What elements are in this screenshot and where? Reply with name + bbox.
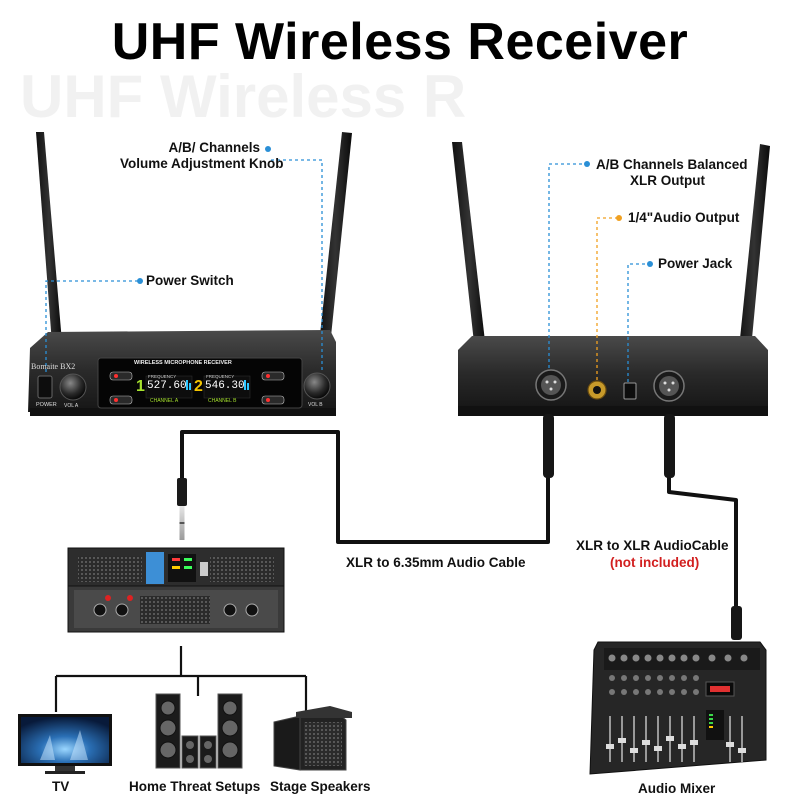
power-switch: [37, 375, 53, 399]
volume-knob-b: [303, 372, 331, 400]
power-switch-callout: Power Switch: [146, 273, 234, 288]
cable-xlr-to-xlr: [667, 476, 738, 634]
tv-device: [18, 714, 112, 774]
left-antenna: [36, 132, 62, 344]
page-title: UHF Wireless Receiver: [111, 13, 689, 71]
audio-output-callout: 1/4"Audio Output: [628, 210, 740, 225]
channel-b-label: CHANNEL B: [208, 398, 237, 404]
rear-receiver: [452, 142, 770, 416]
cables: [180, 430, 738, 634]
channel-a-label: CHANNEL A: [150, 398, 179, 404]
quarter-inch-plug: [177, 478, 187, 506]
rear-left-antenna: [452, 142, 486, 352]
title-watermark: UHF Wireless R: [20, 63, 467, 130]
xlr-callout-line2: XLR Output: [630, 173, 705, 188]
not-included-note: (not included): [610, 555, 700, 570]
receiver-brand: Bomaite BX2: [31, 362, 76, 371]
receiver-panel-title: WIRELESS MICROPHONE RECEIVER: [134, 360, 232, 366]
frequency-label-a: FREQUENCY: [148, 374, 177, 379]
front-receiver: [28, 132, 352, 416]
audio-mixer-device: [589, 641, 767, 775]
vol-a-label: VOL A: [64, 403, 79, 409]
xlr-plug-a: [543, 414, 554, 478]
knob-callout-line1: A/B/ Channels: [168, 140, 260, 155]
stage-speakers-label: Stage Speakers: [270, 779, 371, 794]
home-theater-label: Home Threat Setups: [129, 779, 261, 794]
cable-xlr-to-635: [180, 430, 550, 544]
stage-speakers-device: [273, 706, 352, 771]
home-theater-device: [155, 693, 243, 769]
cable-label-xlr-xlr: XLR to XLR AudioCable: [576, 538, 729, 553]
knob-callout-line2: Volume Adjustment Knob: [120, 156, 284, 171]
vol-b-label: VOL B: [308, 402, 323, 408]
frequency-b-value: 546.30: [205, 380, 245, 392]
channel-1-number: 1: [136, 378, 145, 395]
audio-mixer-label: Audio Mixer: [638, 781, 716, 796]
power-amplifier: [67, 547, 285, 633]
rear-body: [458, 336, 768, 410]
volume-knob-a: [59, 373, 87, 401]
power-jack: [623, 382, 637, 400]
frequency-label-b: FREQUENCY: [206, 374, 235, 379]
speaker-wiring: [54, 646, 308, 714]
power-label: POWER: [36, 402, 57, 408]
callout-leaders: [45, 159, 648, 382]
channel-2-number: 2: [194, 378, 203, 395]
power-jack-callout: Power Jack: [658, 256, 733, 271]
cable-label-xlr-635: XLR to 6.35mm Audio Cable: [346, 555, 526, 570]
xlr-callout-line1: A/B Channels Balanced: [596, 157, 748, 172]
xlr-plug-b: [664, 414, 675, 478]
frequency-a-value: 527.60: [147, 380, 187, 392]
right-antenna: [319, 132, 352, 346]
tv-label: TV: [52, 779, 70, 794]
rear-right-antenna: [738, 144, 770, 360]
